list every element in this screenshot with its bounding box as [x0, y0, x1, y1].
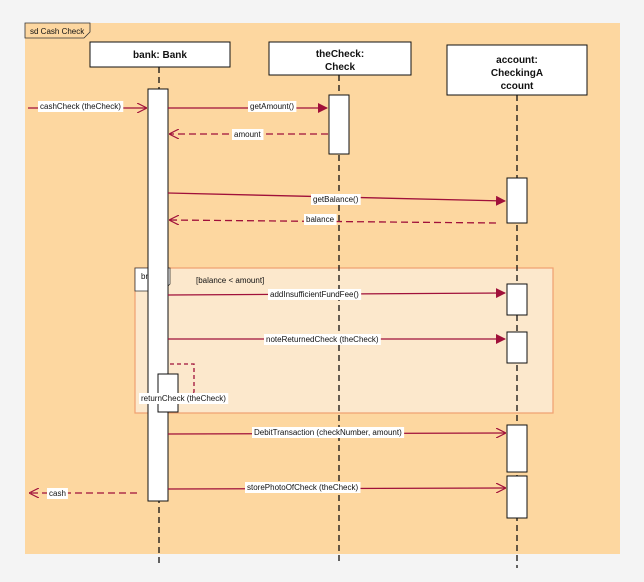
activation-account-3 — [506, 331, 528, 364]
message-label-cash: cash — [47, 488, 68, 499]
activation-check — [328, 94, 350, 155]
svg-text:amount: amount — [234, 130, 261, 139]
fragment-guard: [balance < amount] — [196, 276, 264, 285]
svg-text:storePhotoOfCheck (theCheck): storePhotoOfCheck (theCheck) — [247, 483, 358, 492]
frame-title-tab — [24, 22, 91, 39]
svg-text:getBalance(): getBalance() — [313, 195, 359, 204]
activation-account-4 — [506, 424, 528, 473]
svg-text:noteReturnedCheck (theCheck): noteReturnedCheck (theCheck) — [266, 335, 379, 344]
message-label-amount: amount — [232, 129, 264, 140]
message-label-returnCheck: returnCheck (theCheck) — [139, 393, 229, 404]
svg-text:addInsufficientFundFee(): addInsufficientFundFee() — [270, 290, 359, 299]
message-label-storePhotoOfCheck: storePhotoOfCheck (theCheck) — [245, 482, 361, 493]
message-label-balance: balance — [304, 214, 337, 225]
message-arrow-returnCheck[interactable] — [170, 363, 195, 405]
lifeline-label-account-1: account: — [496, 55, 538, 66]
lifeline-label-check-2: Check — [325, 62, 355, 73]
lifeline-header-bank[interactable]: bank: Bank — [89, 41, 231, 68]
lifeline-label-account-3: ccount — [501, 81, 534, 92]
lifeline-label-account-2: CheckingA — [491, 68, 543, 79]
lifeline-header-account[interactable]: account: CheckingA ccount — [446, 44, 588, 96]
message-label-cashCheck: cashCheck (theCheck) — [38, 101, 124, 112]
lifeline-label-bank: bank: Bank — [133, 50, 187, 61]
lifeline-header-check[interactable]: theCheck: Check — [268, 41, 412, 76]
message-label-addInsufficientFundFee: addInsufficientFundFee() — [268, 289, 362, 300]
frame-title: sd Cash Check — [30, 27, 85, 36]
svg-text:cash: cash — [49, 489, 66, 498]
lifeline-label-check-1: theCheck: — [316, 49, 364, 60]
activation-account-2 — [506, 283, 528, 316]
svg-text:returnCheck (theCheck): returnCheck (theCheck) — [141, 394, 226, 403]
svg-text:balance: balance — [306, 215, 335, 224]
message-label-getBalance: getBalance() — [311, 194, 361, 205]
svg-text:cashCheck (theCheck): cashCheck (theCheck) — [40, 102, 121, 111]
message-label-noteReturnedCheck: noteReturnedCheck (theCheck) — [264, 334, 381, 345]
activation-account-5 — [506, 475, 528, 519]
svg-text:getAmount(): getAmount() — [250, 102, 294, 111]
svg-text:DebitTransaction (checkNumber,: DebitTransaction (checkNumber, amount) — [254, 428, 402, 437]
message-label-debitTransaction: DebitTransaction (checkNumber, amount) — [252, 427, 405, 438]
activation-bank-main — [147, 88, 169, 502]
message-label-getAmount: getAmount() — [248, 101, 297, 112]
activation-account-1 — [506, 177, 528, 224]
